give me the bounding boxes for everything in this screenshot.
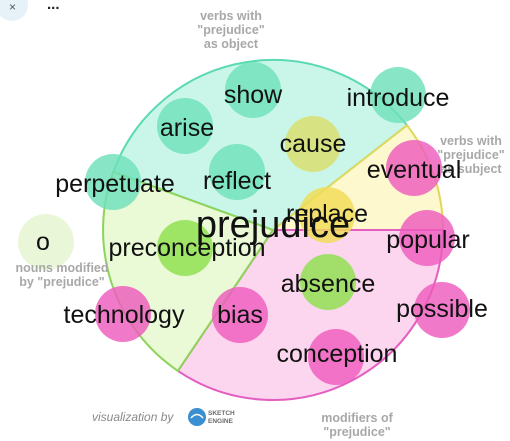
word-bubble-popular[interactable] (399, 210, 455, 266)
region-label-line: "prejudice" (197, 23, 264, 37)
region-label-line: as object (204, 37, 259, 51)
word-label-arise[interactable]: arise (160, 114, 214, 142)
word-bubble-arise[interactable] (157, 98, 213, 154)
word-bubble-introduce[interactable] (370, 67, 426, 123)
word-bubble-perpetuate[interactable] (85, 154, 141, 210)
region-label-verbs-object: verbs with "prejudice" as object (197, 9, 264, 51)
sketch-engine-logo-icon (188, 408, 206, 426)
word-label-conception[interactable]: conception (277, 340, 398, 368)
word-label-introduce[interactable]: introduce (347, 84, 450, 112)
region-label-nouns-modified: nouns modified by "prejudice" (15, 261, 108, 289)
word-label-popular[interactable]: popular (386, 226, 469, 254)
word-label-absence[interactable]: absence (281, 270, 376, 298)
word-label-possible[interactable]: possible (396, 295, 488, 323)
word-label-eventual[interactable]: eventual (367, 156, 462, 184)
segment-modifiers (176, 229, 445, 401)
region-label-verbs-subject: verbs with "prejudice" as subject (437, 134, 504, 176)
word-labels: show introduce arise cause eventual perpetuat… (36, 81, 488, 368)
region-label-line: verbs with (200, 9, 262, 23)
region-label-line: modifiers of (321, 411, 393, 425)
word-bubbles (18, 62, 470, 385)
word-label-technology[interactable]: technology (64, 301, 185, 329)
word-bubble-conception[interactable] (308, 329, 364, 385)
region-label-line: "prejudice" (323, 425, 390, 439)
close-button[interactable] (0, 0, 28, 21)
region-label-line: verbs with (440, 134, 502, 148)
word-label-reflect[interactable]: reflect (203, 167, 271, 195)
region-label-line: nouns modified (15, 261, 108, 275)
word-bubble-possible[interactable] (414, 282, 470, 338)
word-bubble-reflect[interactable] (209, 144, 265, 200)
word-bubble-eventual[interactable] (386, 140, 442, 196)
region-label-line: by "prejudice" (19, 275, 105, 289)
sketch-engine-logo[interactable]: SKETCH ENGINE (188, 408, 235, 426)
credit: visualization by SKETCH ENGINE (92, 408, 235, 426)
word-bubble-bias[interactable] (212, 287, 268, 343)
word-label-perpetuate[interactable]: perpetuate (55, 170, 175, 198)
word-label-show[interactable]: show (224, 81, 283, 109)
word-label-cause[interactable]: cause (280, 130, 347, 158)
word-bubble-preconception[interactable] (157, 220, 213, 276)
more-options-icon[interactable]: ... (47, 0, 60, 13)
word-bubble-show[interactable] (225, 62, 281, 118)
word-label-o[interactable]: o (36, 228, 50, 256)
word-label-bias[interactable]: bias (217, 301, 263, 329)
word-bubble-cause[interactable] (285, 116, 341, 172)
center-word: prejudice (196, 204, 350, 246)
region-label-line: "prejudice" (437, 148, 504, 162)
region-label-modifiers: modifiers of "prejudice" (321, 411, 393, 439)
word-label-replace[interactable]: replace (286, 200, 368, 228)
brand-line-1: SKETCH (208, 410, 235, 417)
word-label-preconception[interactable]: preconception (108, 234, 265, 262)
word-bubble-o[interactable] (18, 214, 74, 270)
word-bubble-technology[interactable] (95, 286, 151, 342)
close-icon[interactable]: × (9, 0, 16, 14)
region-label-line: as subject (440, 162, 502, 176)
word-bubble-absence[interactable] (300, 254, 356, 310)
credit-text: visualization by (92, 410, 174, 424)
logo-swoosh (190, 413, 204, 419)
brand-line-2: ENGINE (208, 418, 234, 425)
word-bubble-replace[interactable] (299, 187, 355, 243)
